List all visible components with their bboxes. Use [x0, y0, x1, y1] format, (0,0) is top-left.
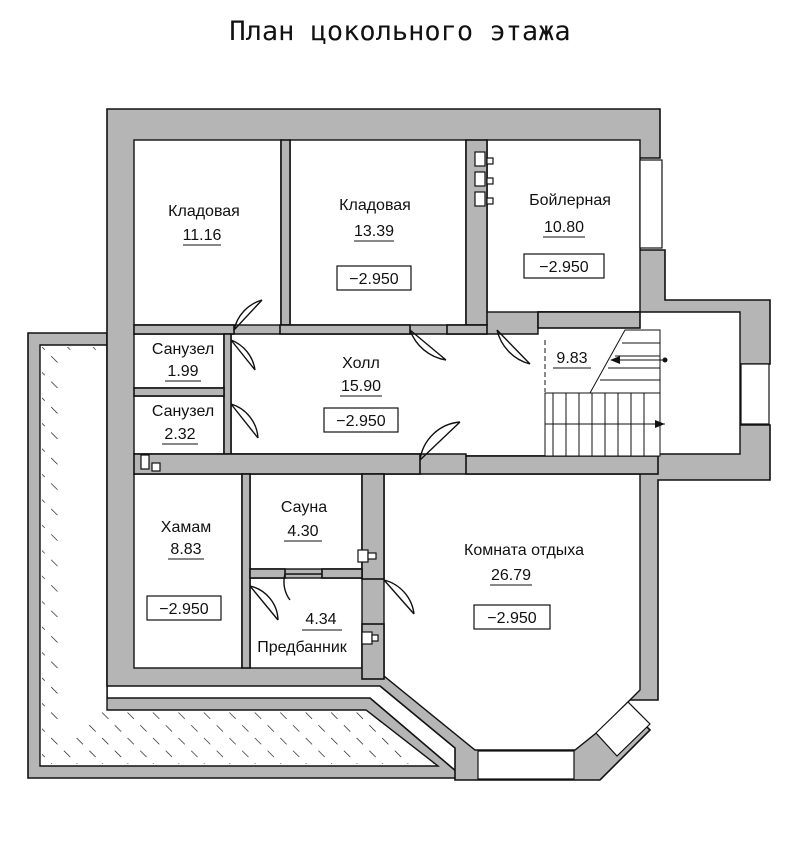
room-name: Кладовая — [339, 197, 411, 214]
staircase — [544, 329, 668, 457]
room-area: 10.80 — [544, 219, 584, 236]
room-area: 9.83 — [556, 350, 587, 367]
room-stairwell: 9.83 — [553, 350, 591, 369]
doors — [230, 299, 531, 621]
room-name: Санузел — [152, 341, 214, 358]
room-level: −2.950 — [539, 259, 588, 276]
room-name: Хамам — [161, 519, 211, 536]
room-name: Бойлерная — [529, 192, 611, 209]
room-area: 15.90 — [341, 378, 381, 395]
room-area: 26.79 — [491, 567, 531, 584]
room-level: −2.950 — [349, 271, 398, 288]
room-dressing: 4.34 Предбанник — [257, 611, 348, 656]
room-name: Санузел — [152, 403, 214, 420]
room-area: 4.30 — [287, 523, 318, 540]
room-name: Комната отдыха — [464, 542, 584, 559]
boiler-fixtures — [140, 151, 494, 645]
room-level: −2.950 — [159, 601, 208, 618]
room-name: Сауна — [281, 499, 327, 516]
plan-title: План цокольного этажа — [229, 16, 570, 47]
room-name: Холл — [342, 355, 380, 372]
room-level: −2.950 — [336, 413, 385, 430]
room-area: 1.99 — [167, 363, 198, 380]
terrace-area — [27, 332, 467, 779]
room-bathroom-2: Санузел 2.32 — [152, 403, 214, 445]
room-lounge: Комната отдыха 26.79 −2.950 — [464, 542, 584, 630]
room-level: −2.950 — [487, 610, 536, 627]
room-area: 13.39 — [354, 223, 394, 240]
interior-walls — [133, 139, 659, 680]
room-storage-1: Кладовая 11.16 — [168, 203, 240, 246]
room-sauna: Сауна 4.30 — [281, 499, 327, 542]
room-area: 8.83 — [170, 541, 201, 558]
room-storage-2: Кладовая 13.39 −2.950 — [336, 197, 412, 291]
room-hall: Холл 15.90 −2.950 — [323, 355, 399, 433]
room-area: 2.32 — [164, 426, 195, 443]
room-name: Предбанник — [257, 639, 348, 656]
room-labels: Кладовая 11.16 Кладовая 13.39 −2.950 Бой… — [146, 192, 611, 656]
room-boiler: Бойлерная 10.80 −2.950 — [523, 192, 611, 279]
room-name: Кладовая — [168, 203, 240, 220]
room-hammam: Хамам 8.83 −2.950 — [146, 519, 222, 621]
room-area: 4.34 — [305, 611, 336, 628]
room-area: 11.16 — [183, 227, 222, 244]
room-bathroom-1: Санузел 1.99 — [152, 341, 214, 382]
